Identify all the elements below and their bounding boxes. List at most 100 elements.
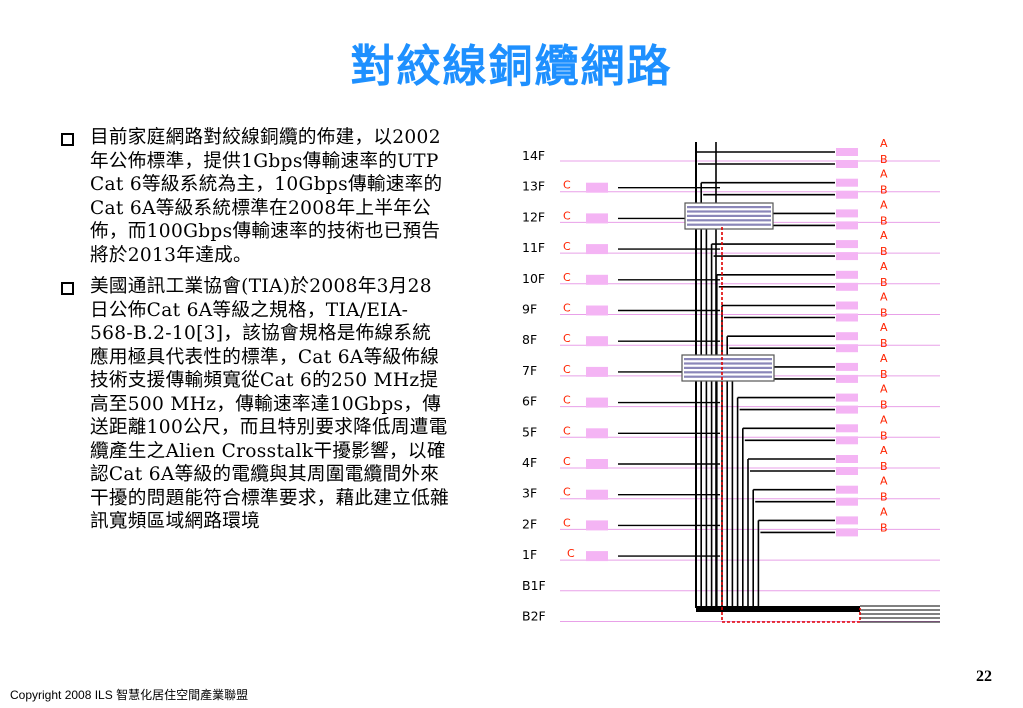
bullet-item: 目前家庭網路對絞線銅纜的佈建，以2002年公佈標準，提供1Gbps傳輸速率的UT…	[58, 126, 450, 267]
outlet-c	[586, 244, 608, 255]
floor-label: 11F	[522, 240, 545, 255]
outlet-label-c: C	[563, 424, 571, 437]
outlet-label-a: A	[880, 505, 888, 518]
outlet-label-b: B	[880, 307, 888, 320]
outlet-a	[836, 301, 858, 310]
outlet-b	[836, 405, 858, 414]
frame-stripe	[687, 219, 771, 222]
base-trunk-bar	[696, 606, 860, 612]
floor-label: 3F	[522, 486, 537, 501]
outlet-c	[586, 213, 608, 224]
floor-label: 12F	[522, 209, 545, 224]
outlet-label-b: B	[880, 276, 888, 289]
outlet-label-c: C	[563, 455, 571, 468]
floor-label: 6F	[522, 394, 537, 409]
outlet-c	[586, 366, 608, 377]
outlet-a	[836, 516, 858, 525]
outlet-label-a: A	[880, 444, 888, 457]
outlet-label-a: A	[880, 291, 888, 304]
outlet-label-c: C	[563, 394, 571, 407]
outlet-label-b: B	[880, 153, 888, 166]
outlet-label-a: A	[880, 168, 888, 181]
bullet-text: 美國通訊工業協會(TIA)於2008年3月28日公佈Cat 6A等級之規格，TI…	[90, 276, 449, 532]
outlet-a	[836, 332, 858, 341]
floor-label: 10F	[522, 271, 545, 286]
outlet-a	[836, 270, 858, 279]
frame-stripe	[687, 214, 771, 217]
outlet-b	[836, 374, 858, 383]
outlet-label-a: A	[880, 475, 888, 488]
outlet-label-a: A	[880, 260, 888, 273]
outlet-label-b: B	[880, 429, 888, 442]
outlet-b	[836, 467, 858, 475]
outlet-c	[586, 305, 608, 316]
frame-stripe	[687, 210, 771, 213]
bullet-item: 美國通訊工業協會(TIA)於2008年3月28日公佈Cat 6A等級之規格，TI…	[58, 275, 450, 534]
floor-label: 7F	[522, 363, 537, 378]
outlet-label-b: B	[880, 245, 888, 258]
outlet-label-c: C	[563, 486, 571, 499]
outlet-b	[836, 344, 858, 353]
outlet-b	[836, 190, 858, 199]
outlet-label-a: A	[880, 198, 888, 211]
outlet-a	[836, 424, 858, 433]
outlet-label-a: A	[880, 137, 888, 150]
outlet-label-b: B	[880, 337, 888, 350]
floor-label: 9F	[522, 302, 537, 317]
page-title: 對絞線銅纜網路	[350, 41, 673, 92]
outlet-label-a: A	[880, 383, 888, 396]
outlet-c	[586, 274, 608, 285]
floor-label: 5F	[522, 424, 537, 439]
outlet-a	[836, 485, 858, 494]
outlet-a	[836, 362, 858, 371]
outlet-label-c: C	[563, 179, 571, 192]
outlet-c	[586, 520, 608, 531]
outlet-label-b: B	[880, 368, 888, 381]
outlet-label-c: C	[563, 363, 571, 376]
outlet-label-c: C	[563, 332, 571, 345]
outlet-label-b: B	[880, 184, 888, 197]
outlet-a	[836, 455, 858, 463]
floor-label: 8F	[522, 332, 537, 347]
outlet-a	[836, 178, 858, 187]
outlet-a	[836, 209, 858, 218]
outlet-c	[586, 397, 608, 408]
dashed-route	[721, 227, 861, 623]
outlet-c	[586, 551, 608, 562]
outlet-b	[836, 436, 858, 445]
outlet-label-c: C	[567, 547, 575, 560]
outlet-label-a: A	[880, 321, 888, 334]
outlet-label-a: A	[880, 413, 888, 426]
outlet-label-b: B	[880, 460, 888, 473]
frame-stripe	[684, 375, 772, 378]
outlet-label-b: B	[880, 214, 888, 227]
outlet-c	[586, 428, 608, 439]
outlet-label-b: B	[880, 491, 888, 504]
copyright-footer: Copyright 2008 ILS 智慧化居住空間產業聯盟	[10, 688, 249, 702]
outlet-c	[586, 489, 608, 500]
floor-label: B1F	[522, 578, 546, 593]
floor-label: 1F	[522, 547, 537, 562]
floor-label: 13F	[522, 179, 545, 194]
building-cabling-diagram: 14F 13F 12F 11F 10F 9F 8F 7F 6F 5F 4F 3F 2F 1F B1F B2F A…	[522, 137, 940, 624]
outlet-label-b: B	[880, 521, 888, 534]
floor-label: 2F	[522, 516, 537, 531]
bullet-list: 目前家庭網路對絞線銅纜的佈建，以2002年公佈標準，提供1Gbps傳輸速率的UT…	[58, 126, 450, 542]
floor-label: B2F	[522, 609, 546, 624]
frame-stripe	[684, 366, 772, 369]
floor-label: 14F	[522, 148, 545, 163]
outlet-label-c: C	[563, 516, 571, 529]
bullet-text: 目前家庭網路對絞線銅纜的佈建，以2002年公佈標準，提供1Gbps傳輸速率的UT…	[90, 127, 443, 266]
outlet-a	[836, 393, 858, 402]
square-bullet-icon	[61, 282, 74, 295]
outlet-label-c: C	[563, 302, 571, 315]
frame-stripe	[684, 362, 772, 365]
outlet-a	[836, 240, 858, 249]
outlet-c	[586, 336, 608, 347]
outlet-label-c: C	[563, 240, 571, 253]
outlet-b	[836, 282, 858, 291]
frame-stripe	[687, 223, 771, 226]
floor-label: 4F	[522, 455, 537, 470]
outlet-b	[836, 252, 858, 261]
outlet-b	[836, 160, 858, 168]
